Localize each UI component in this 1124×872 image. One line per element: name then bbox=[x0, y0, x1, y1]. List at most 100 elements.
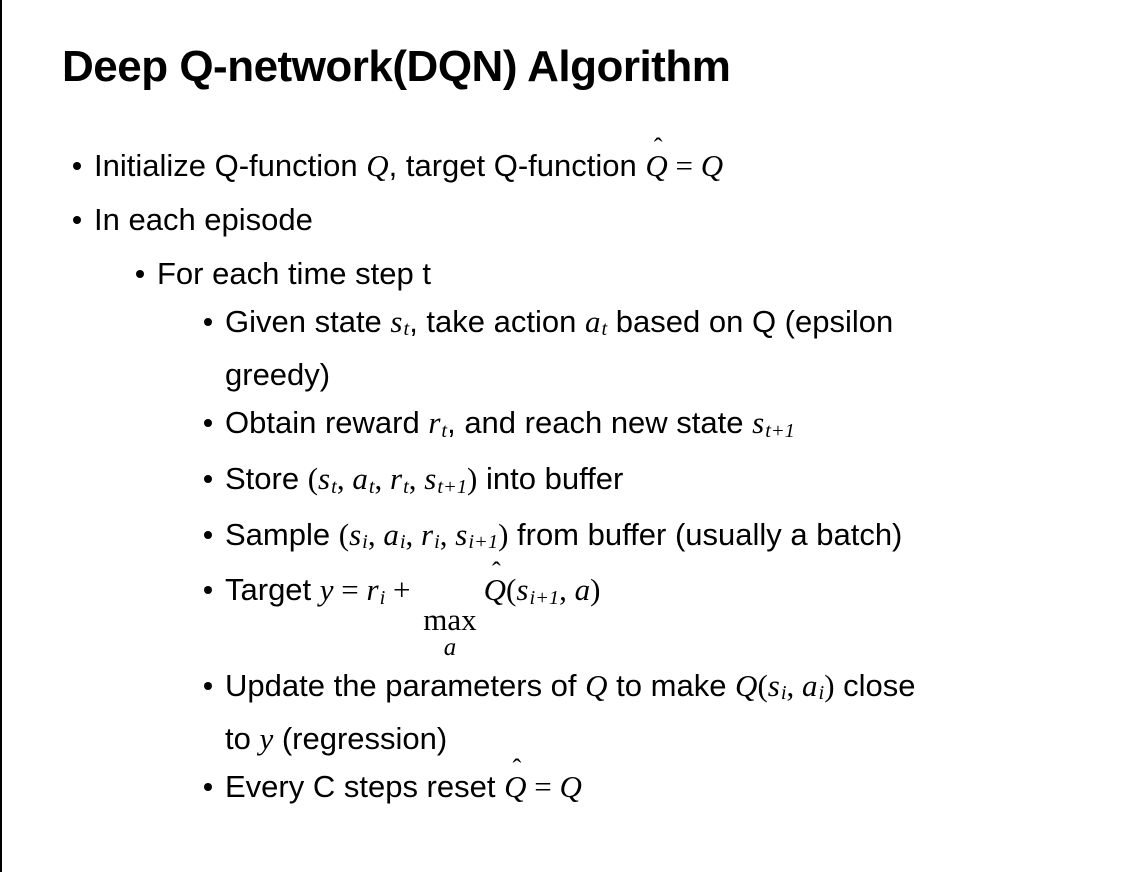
math-subscript: i bbox=[818, 682, 825, 705]
bullet-text: Store (st, at, rt, st+1) into buffer bbox=[225, 456, 623, 510]
text-run: In each episode bbox=[94, 201, 313, 237]
math-subscript: i bbox=[362, 531, 368, 554]
math-base: s bbox=[424, 460, 437, 496]
bullet-item: Obtain reward rt, and reach new state st… bbox=[204, 400, 1108, 454]
math-symbol: Q bbox=[559, 769, 582, 805]
bullet-item: In each episode bbox=[73, 197, 1108, 243]
math-symbol: Q bbox=[366, 147, 389, 183]
math-subscript: i bbox=[434, 531, 440, 554]
math-base: r bbox=[390, 460, 403, 496]
math-symbol: y bbox=[319, 572, 334, 608]
math-symbol-subscripted: rt bbox=[428, 405, 447, 442]
text-run: Update the parameters of bbox=[225, 667, 586, 703]
math-symbol-subscripted: ai bbox=[802, 668, 825, 705]
bullet-dot-icon bbox=[204, 783, 212, 792]
math-symbol-subscripted: ri bbox=[367, 572, 386, 609]
math-symbol-subscripted: si+1 bbox=[455, 516, 498, 554]
math-operator: ) bbox=[498, 516, 509, 552]
math-operator: ( bbox=[506, 572, 517, 608]
text-run: , target Q-function bbox=[388, 147, 646, 183]
math-subscript: t bbox=[331, 475, 337, 498]
math-base: s bbox=[318, 460, 331, 496]
math-base: r bbox=[428, 405, 441, 441]
math-symbol-subscripted: st bbox=[390, 303, 410, 341]
math-symbol: y bbox=[259, 721, 274, 757]
math-operator: + bbox=[385, 572, 419, 608]
text-run: , and reach new state bbox=[447, 405, 753, 441]
bullet-dot-icon bbox=[136, 269, 144, 278]
slide-title: Deep Q-network(DQN) Algorithm bbox=[62, 42, 731, 91]
bullet-text: Initialize Q-function Q, target Q-functi… bbox=[94, 134, 724, 189]
hat-accent-icon: ˆ bbox=[653, 132, 663, 162]
math-symbol-subscripted: at bbox=[584, 303, 608, 341]
text-run: close bbox=[834, 667, 916, 703]
bullet-dot-icon bbox=[204, 317, 212, 326]
math-symbol-subscripted: si+1 bbox=[516, 572, 559, 609]
math-symbol-subscripted: st bbox=[318, 460, 337, 498]
text-run: For each time step t bbox=[157, 255, 431, 291]
math-symbol-subscripted: si bbox=[349, 516, 368, 554]
slide: Deep Q-network(DQN) Algorithm Initialize… bbox=[62, 42, 1108, 811]
math-operator: , bbox=[786, 667, 803, 703]
math-subscript: t bbox=[403, 318, 410, 341]
bullet-text: For each time step t bbox=[157, 251, 431, 297]
text-run: Every C steps reset bbox=[225, 769, 505, 805]
math-symbol-subscripted: ai bbox=[383, 516, 405, 554]
math-base: Q bbox=[483, 572, 507, 608]
bullet-dot-icon bbox=[73, 215, 81, 224]
math-subscript: t+1 bbox=[437, 475, 468, 498]
bullet-list: Initialize Q-function Q, target Q-functi… bbox=[62, 134, 1108, 811]
max-label: max bbox=[423, 601, 477, 637]
math-subscript: i bbox=[780, 682, 787, 705]
math-base: s bbox=[349, 516, 362, 552]
math-subscript: t bbox=[403, 475, 409, 498]
text-run: Target bbox=[225, 572, 320, 608]
bullet-dot-icon bbox=[204, 419, 212, 428]
bullet-item: Sample (si, ai, ri, si+1) from buffer (u… bbox=[204, 512, 1108, 566]
math-base: s bbox=[455, 516, 468, 552]
math-symbol: Q bbox=[735, 667, 758, 703]
math-base: a bbox=[383, 516, 399, 552]
math-operator: ( bbox=[338, 516, 350, 552]
bullet-text: In each episode bbox=[94, 197, 313, 243]
math-operator: ( bbox=[307, 460, 319, 496]
math-symbol-subscripted: ri bbox=[421, 517, 440, 554]
math-base: s bbox=[767, 667, 780, 703]
math-operator: ) bbox=[467, 460, 478, 496]
math-base: Q bbox=[504, 769, 527, 805]
bullet-text: Update the parameters of Q to make Q(si,… bbox=[225, 663, 916, 763]
math-operator: = bbox=[667, 147, 701, 183]
math-operator: , bbox=[336, 460, 353, 496]
math-operator: ) bbox=[824, 667, 835, 703]
text-run: from buffer (usually a batch) bbox=[508, 516, 903, 552]
math-base: s bbox=[516, 572, 529, 608]
hat-accent-icon: ˆ bbox=[512, 754, 522, 784]
text-run: Sample bbox=[225, 516, 339, 552]
text-run: to make bbox=[607, 667, 736, 703]
bullet-text: Sample (si, ai, ri, si+1) from buffer (u… bbox=[225, 512, 902, 566]
hat-accent-icon: ˆ bbox=[492, 557, 501, 587]
math-operator: , bbox=[408, 460, 425, 496]
max-under-argument: a bbox=[443, 633, 457, 661]
math-base: s bbox=[390, 303, 403, 339]
bullet-text: Given state st, take action at based on … bbox=[225, 299, 893, 399]
math-symbol-subscripted: rt bbox=[390, 460, 409, 498]
math-symbol: a bbox=[574, 572, 591, 608]
math-symbol-subscripted: st+1 bbox=[752, 405, 795, 442]
text-run: to bbox=[225, 721, 260, 757]
math-base: a bbox=[584, 303, 601, 339]
math-symbol-subscripted: at bbox=[352, 461, 374, 498]
math-subscript: t bbox=[601, 318, 608, 341]
math-operator: , bbox=[405, 516, 422, 552]
text-run: (regression) bbox=[273, 721, 448, 757]
math-subscript: i bbox=[379, 586, 386, 609]
bullet-text: Obtain reward rt, and reach new state st… bbox=[225, 400, 795, 454]
math-operator: ( bbox=[757, 667, 768, 703]
math-symbol: Q bbox=[700, 147, 724, 183]
bullet-item: For each time step t bbox=[136, 251, 1108, 297]
math-operator: = bbox=[526, 769, 560, 805]
bullet-item: Store (st, at, rt, st+1) into buffer bbox=[204, 456, 1108, 510]
